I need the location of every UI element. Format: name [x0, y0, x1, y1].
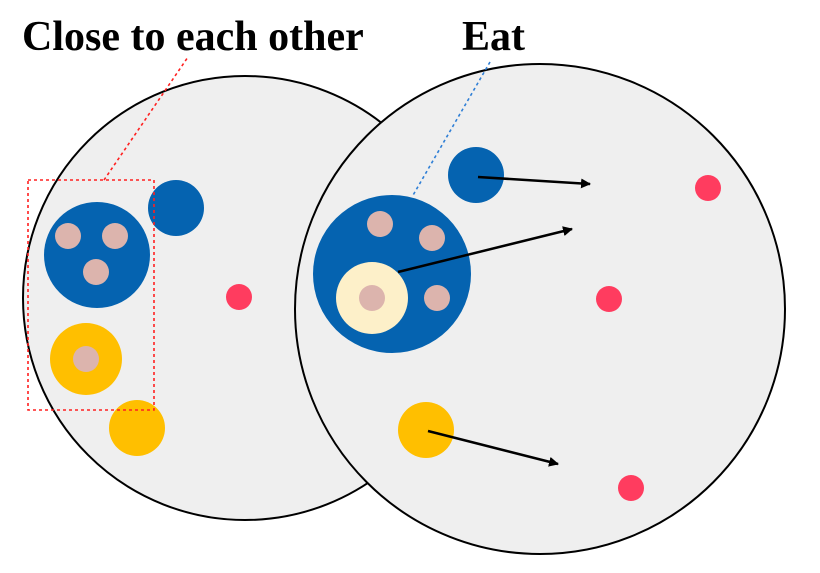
right-red-food-3	[618, 475, 644, 501]
left-yellow-cell-core	[73, 346, 99, 372]
arrow-yellow-cell	[427, 429, 559, 467]
left-small-blue-cell	[148, 180, 204, 236]
close-label-leader	[103, 56, 189, 181]
left-blue-cell-core-1	[55, 223, 81, 249]
label-eat: Eat	[462, 14, 525, 60]
left-blue-cell-core-2	[102, 223, 128, 249]
right-blue-cell-core-3	[424, 285, 450, 311]
left-red-food	[226, 284, 252, 310]
right-small-blue-cell	[448, 147, 504, 203]
engulfed-cell-core	[359, 285, 385, 311]
eat-label-leader	[411, 61, 491, 198]
right-yellow-cell	[398, 402, 454, 458]
arrow-small-blue-cell	[477, 175, 591, 189]
close-group-box	[27, 179, 155, 411]
label-close-to-each-other: Close to each other	[22, 14, 364, 60]
left-large-blue-cell	[44, 202, 150, 308]
arrow-large-blue-cell	[397, 226, 573, 274]
left-blue-cell-core-3	[83, 259, 109, 285]
right-red-food-2	[596, 286, 622, 312]
right-blue-cell-core-1	[367, 211, 393, 237]
right-red-food-1	[695, 175, 721, 201]
left-small-yellow-cell	[109, 400, 165, 456]
right-blue-cell-core-2	[419, 225, 445, 251]
